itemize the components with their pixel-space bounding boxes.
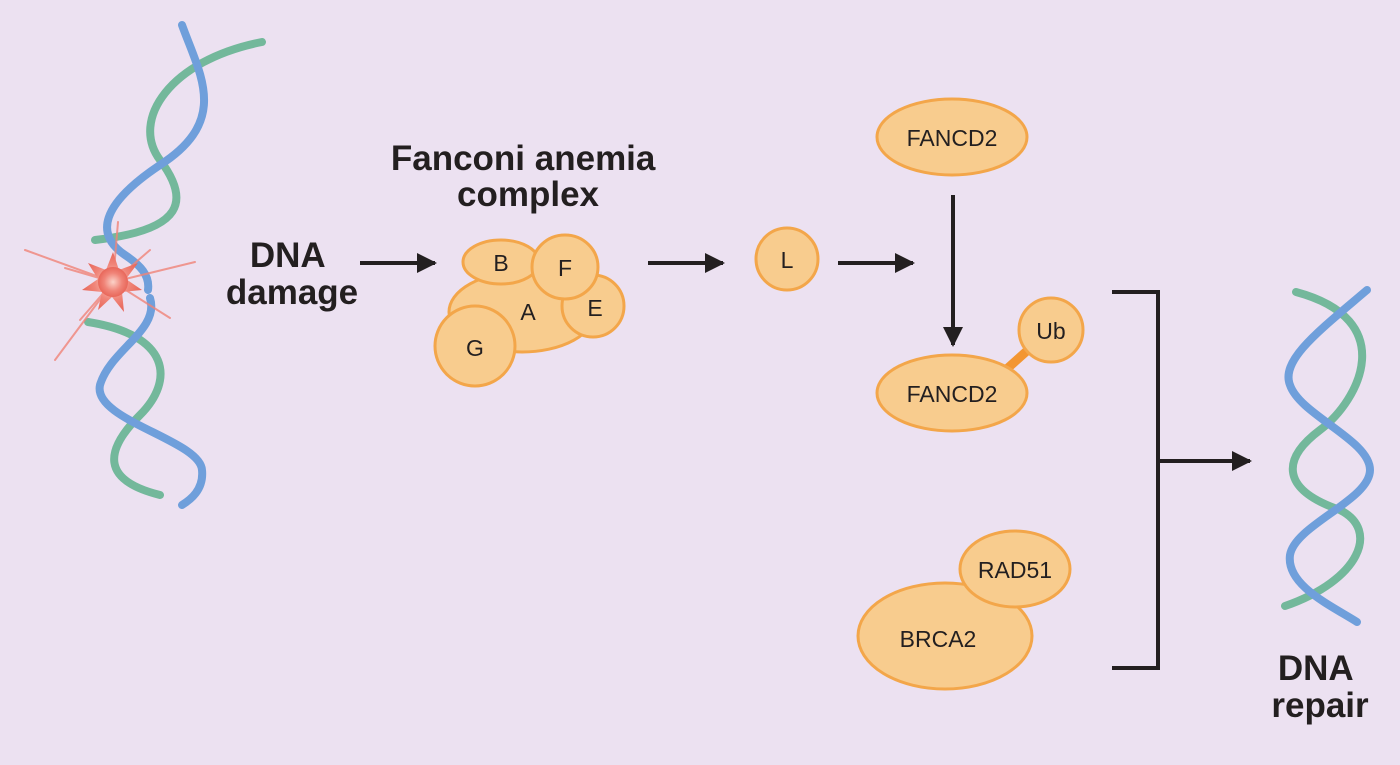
fancd2-unmodified: FANCD2	[875, 97, 1029, 177]
dna-strand-green-lower	[84, 318, 165, 499]
subunit-g-label: G	[466, 335, 484, 361]
protein-l-label: L	[781, 247, 794, 273]
subunit-b-label: B	[493, 250, 508, 276]
fancd2-ubiquitinated: FANCD2 Ub	[875, 296, 1085, 433]
rad51	[958, 529, 1072, 609]
brca2	[856, 581, 1034, 691]
protein-l: L	[754, 226, 820, 292]
fa-complex-title: Fanconi anemia complex	[391, 139, 665, 214]
fa-core-complex: B F A E G	[433, 233, 626, 388]
ubiquitin	[1017, 296, 1085, 364]
brca2-label: BRCA2	[900, 626, 977, 652]
rad51-label: RAD51	[978, 557, 1052, 583]
repaired-strand-blue	[1284, 286, 1375, 626]
repaired-dna-helix	[1281, 286, 1375, 626]
dna-strand-green-upper	[91, 38, 266, 244]
subunit-f-label: F	[558, 255, 572, 281]
dna-strand-blue-lower	[95, 294, 207, 509]
brca2-rad51-complex: RAD51 BRCA2	[856, 529, 1072, 691]
subunit-f	[530, 233, 600, 301]
dna-damage-spark-icon	[24, 221, 196, 361]
subunit-a-label: A	[520, 299, 536, 325]
fancd2-top-label: FANCD2	[907, 125, 998, 151]
convergence-bracket	[1112, 290, 1160, 670]
subunit-e-label: E	[587, 295, 602, 321]
fancd2-bottom-label: FANCD2	[907, 381, 998, 407]
ubiquitin-label: Ub	[1036, 318, 1065, 344]
dna-repair-label: DNA repair	[1271, 649, 1369, 725]
subunit-g	[433, 304, 517, 388]
dna-damage-label: DNA damage	[226, 236, 358, 312]
repaired-strand-green	[1281, 288, 1366, 610]
